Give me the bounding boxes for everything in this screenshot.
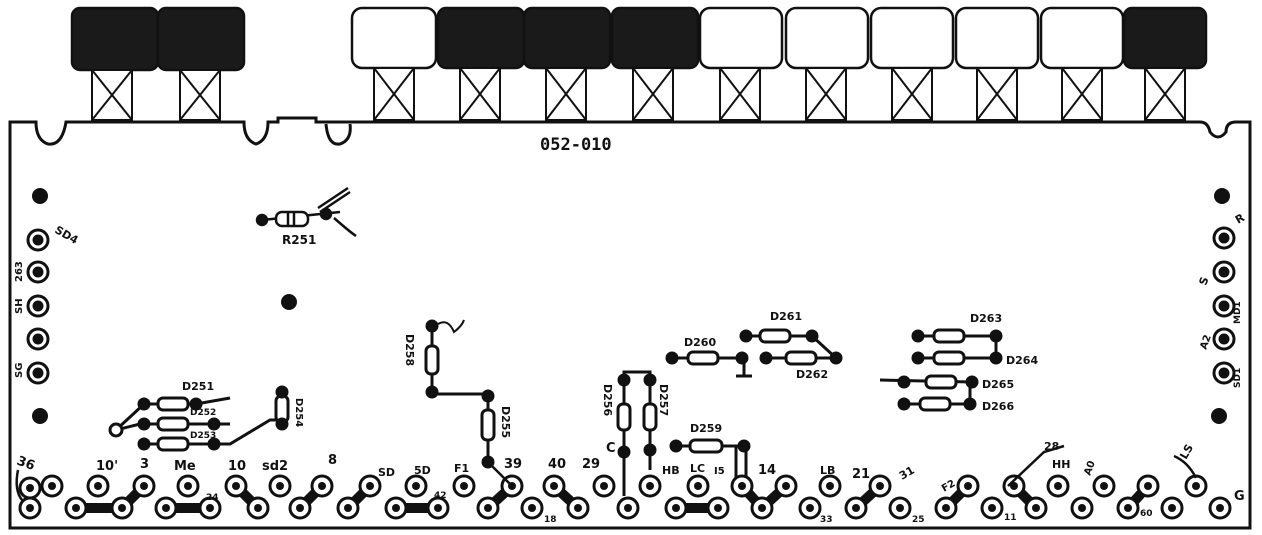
label-LS: LS bbox=[1177, 442, 1196, 461]
label-D264: D264 bbox=[1006, 354, 1038, 367]
label-39: 39 bbox=[504, 457, 522, 472]
label-SH: SH bbox=[14, 298, 25, 314]
label-R: R bbox=[1233, 211, 1247, 227]
key-9 bbox=[869, 6, 955, 70]
label-10p: 10' bbox=[96, 459, 118, 474]
label-S: S bbox=[1197, 275, 1212, 287]
board-part-number: 052-010 bbox=[540, 135, 612, 155]
mounting-holes bbox=[32, 188, 1230, 424]
label-I5: I5 bbox=[714, 466, 725, 477]
label-HB: HB bbox=[662, 464, 680, 477]
mounting-hole bbox=[1214, 188, 1230, 204]
label-8: 8 bbox=[328, 453, 337, 468]
label-40: 40 bbox=[548, 457, 566, 472]
label-D260: D260 bbox=[684, 336, 716, 349]
diode-group-D251-D254 bbox=[108, 385, 290, 452]
label-A2: A2 bbox=[1198, 333, 1213, 351]
label-SD4: SD4 bbox=[53, 223, 81, 247]
label-D257: D257 bbox=[657, 384, 670, 416]
label-D253: D253 bbox=[190, 431, 216, 441]
wire-jumpers bbox=[15, 444, 1198, 501]
label-33: 33 bbox=[820, 515, 833, 525]
resistor-R251 bbox=[255, 186, 357, 238]
label-21: 21 bbox=[852, 467, 870, 482]
label-R251: R251 bbox=[282, 233, 316, 247]
label-3: 3 bbox=[140, 457, 149, 472]
label-D261: D261 bbox=[770, 310, 802, 323]
label-sd2: sd2 bbox=[262, 459, 288, 474]
mounting-hole bbox=[32, 188, 48, 204]
label-Me: Me bbox=[174, 459, 196, 474]
bottom-pads bbox=[18, 474, 1232, 520]
diode-group-D263-D266 bbox=[879, 328, 1003, 412]
label-D263: D263 bbox=[970, 312, 1002, 325]
key-1 bbox=[70, 6, 160, 72]
label-D258: D258 bbox=[403, 334, 416, 366]
label-SG: SG bbox=[14, 363, 25, 378]
label-D262: D262 bbox=[796, 368, 828, 381]
label-5D: 5D bbox=[414, 464, 431, 477]
label-D265: D265 bbox=[982, 378, 1014, 391]
bottom-pad-holes bbox=[26, 482, 1224, 512]
label-14: 14 bbox=[758, 463, 776, 478]
mounting-hole bbox=[281, 294, 297, 310]
label-18: 18 bbox=[544, 515, 557, 525]
label-31: 31 bbox=[897, 464, 917, 483]
label-HH: HH bbox=[1052, 458, 1070, 471]
label-F1: F1 bbox=[454, 462, 469, 475]
key-11 bbox=[1039, 6, 1125, 70]
label-60: 60 bbox=[1140, 509, 1153, 519]
key-5 bbox=[522, 6, 612, 70]
mounting-hole bbox=[1211, 408, 1227, 424]
key-7 bbox=[698, 6, 784, 70]
left-side-pads bbox=[26, 228, 50, 385]
label-SD1: SD1 bbox=[1233, 368, 1243, 388]
label-G: G bbox=[1234, 489, 1245, 504]
label-25: 25 bbox=[912, 515, 925, 525]
key-8 bbox=[784, 6, 870, 70]
key-6 bbox=[610, 6, 700, 70]
pcb-outline bbox=[8, 116, 1252, 530]
key-3 bbox=[350, 6, 438, 70]
key-4 bbox=[436, 6, 526, 70]
key-12 bbox=[1122, 6, 1208, 70]
label-MD1: MD1 bbox=[1233, 301, 1243, 324]
label-28: 28 bbox=[1044, 440, 1059, 453]
label-263: 263 bbox=[14, 261, 25, 282]
label-D252: D252 bbox=[190, 408, 216, 418]
label-C: C bbox=[606, 441, 616, 456]
label-A0: A0 bbox=[1082, 459, 1097, 477]
label-29: 29 bbox=[582, 457, 600, 472]
label-D256: D256 bbox=[601, 384, 614, 416]
label-D255: D255 bbox=[499, 406, 512, 438]
label-LC: LC bbox=[690, 462, 705, 475]
label-SD: SD bbox=[378, 466, 395, 479]
label-D254: D254 bbox=[293, 398, 304, 427]
label-LB: LB bbox=[820, 464, 835, 477]
right-side-pads bbox=[1212, 226, 1236, 385]
key-2 bbox=[156, 6, 246, 72]
mounting-hole bbox=[32, 408, 48, 424]
label-D266: D266 bbox=[982, 400, 1014, 413]
label-D251: D251 bbox=[182, 380, 214, 393]
label-36: 36 bbox=[15, 454, 37, 474]
label-11: 11 bbox=[1004, 513, 1017, 523]
diode-group-D256-D257 bbox=[616, 370, 658, 496]
diode-group-D260-D262 bbox=[665, 328, 843, 378]
key-10 bbox=[954, 6, 1040, 70]
keyboard-keys bbox=[70, 6, 1208, 121]
label-D259: D259 bbox=[690, 422, 722, 435]
label-24: 24 bbox=[206, 493, 219, 503]
label-10: 10 bbox=[228, 459, 246, 474]
diode-group-D258-D255 bbox=[424, 319, 496, 469]
label-42: 42 bbox=[434, 491, 447, 501]
